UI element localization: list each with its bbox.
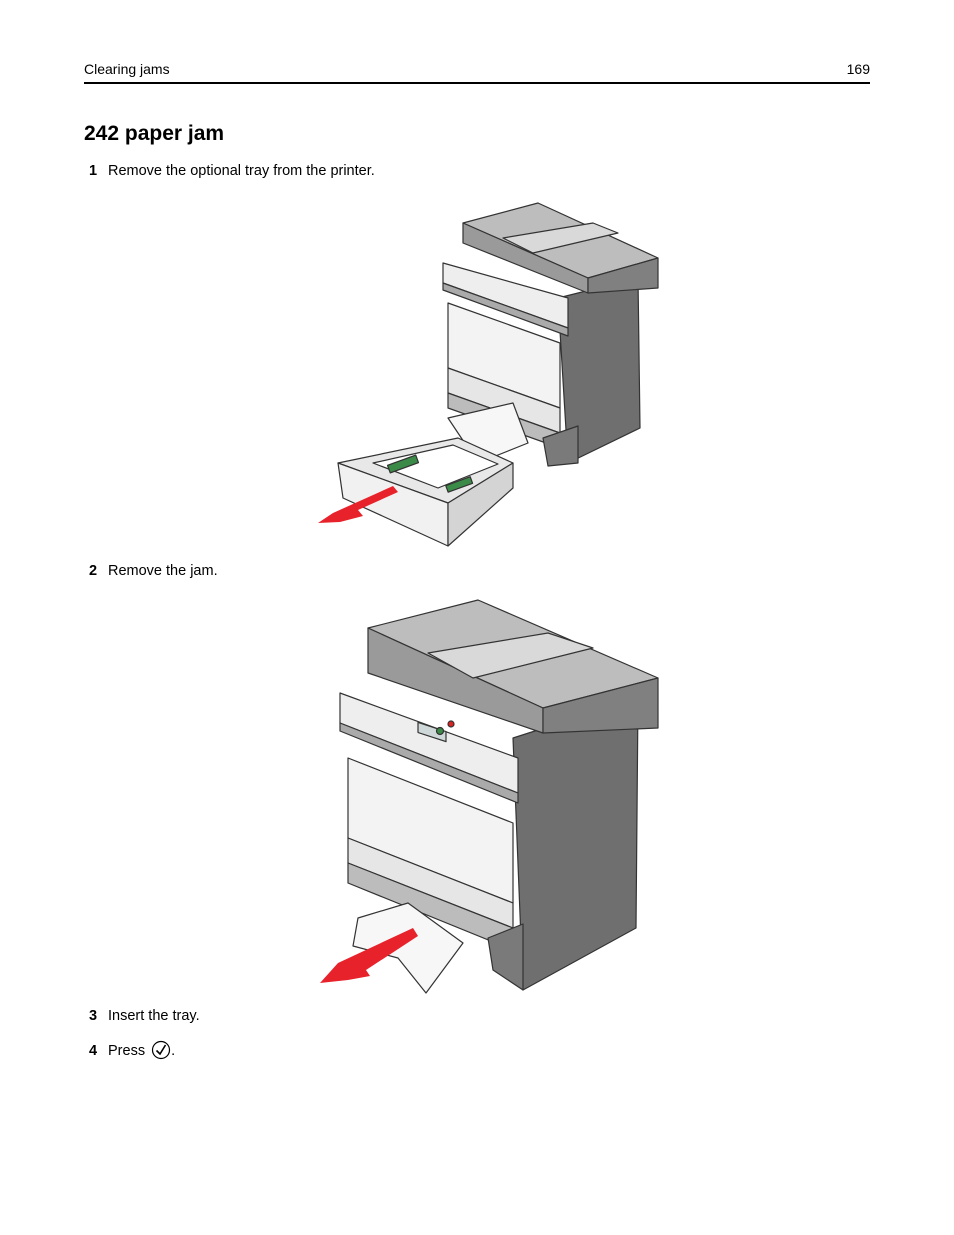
page-header: Clearing jams 169 <box>84 58 870 84</box>
step-4: 4 Press . <box>89 1040 175 1060</box>
step-text: . <box>171 1043 176 1059</box>
step-1: 1 Remove the optional tray from the print… <box>89 163 375 179</box>
step-number: 1 <box>89 163 98 179</box>
step-number: 4 <box>89 1043 98 1059</box>
step-3: 3 Insert the tray. <box>89 1008 200 1024</box>
step-text: Remove the optional tray from the printe… <box>108 163 375 179</box>
printer-jam-removal-illustration <box>320 599 659 994</box>
pull-arrow-icon <box>318 486 398 523</box>
step-number: 3 <box>89 1008 98 1024</box>
step-text: Insert the tray. <box>108 1008 200 1024</box>
printer-tray-removal-illustration <box>318 202 659 547</box>
page-title: 242 paper jam <box>84 122 225 145</box>
section-title: Clearing jams <box>84 61 170 77</box>
step-number: 2 <box>89 563 98 579</box>
check-button-icon <box>152 1040 171 1060</box>
pull-arrow-icon <box>320 928 418 983</box>
page-number: 169 <box>846 61 870 77</box>
step-text: Press <box>108 1043 146 1059</box>
step-2: 2 Remove the jam. <box>89 563 218 579</box>
step-text: Remove the jam. <box>108 563 218 579</box>
